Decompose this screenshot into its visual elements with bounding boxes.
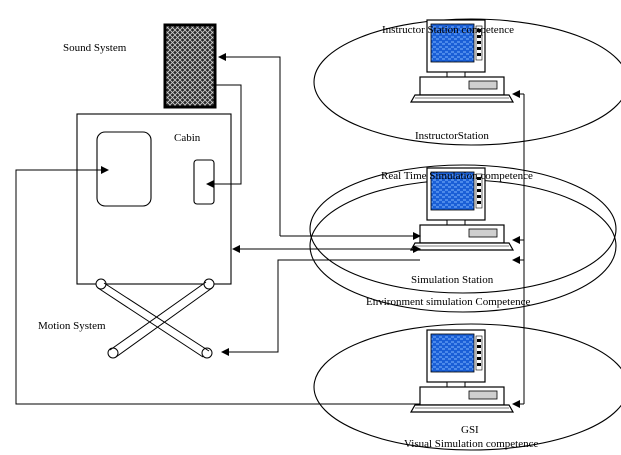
cabin-panel <box>193 159 215 205</box>
link-gsi-cabin <box>15 166 420 405</box>
motion-system-label: Motion System <box>38 320 106 332</box>
motion-system-platform <box>95 278 215 359</box>
simulation-station-label: Simulation Station <box>411 274 494 286</box>
instructor-station-label: InstructorStation <box>415 130 489 142</box>
instructor-competence-label: Instructor Station competence <box>382 24 514 36</box>
environment-competence-label: Environment simulation Competence <box>366 296 530 308</box>
link-motion-simulation <box>221 259 420 356</box>
link-sound-simulation <box>218 53 281 236</box>
cabin-label: Cabin <box>174 132 201 144</box>
gsi-computer-icon <box>410 329 514 413</box>
link-sound-panel <box>206 84 242 188</box>
visual-competence-ellipse <box>313 323 621 451</box>
visual-competence-label: Visual Simulation competence <box>404 438 538 450</box>
gsi-label: GSI <box>461 424 479 436</box>
cabin-window <box>96 131 152 207</box>
instructor-competence-ellipse <box>313 18 621 146</box>
speaker-icon <box>163 23 217 109</box>
realtime-competence-label: Real Time Simulation competence <box>381 170 533 182</box>
sound-system-label: Sound System <box>63 42 127 54</box>
realtime-competence-ellipse <box>309 164 617 294</box>
